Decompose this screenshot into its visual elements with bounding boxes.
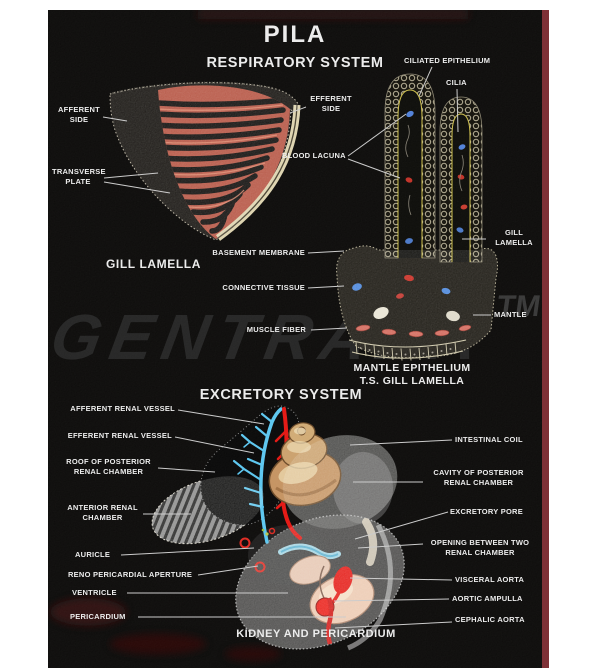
label-reno-pericardial-aperture: RENO PERICARDIAL APERTURE (68, 570, 193, 579)
label-connective-tissue: CONNECTIVE TISSUE (222, 283, 305, 292)
label-ciliated-epithelium: CILIATED EPITHELIUM (404, 56, 491, 65)
label-auricle: AURICLE (75, 550, 111, 559)
label-opening-between-renal-chambers: OPENING BETWEEN TWO RENAL CHAMBER (430, 538, 530, 557)
label-ventricle: VENTRICLE (72, 588, 117, 597)
label-transverse-plate: TRANSVERSE PLATE (52, 167, 106, 186)
ts-caption: MANTLE EPITHELIUM T.S. GILL LAMELLA (353, 362, 471, 387)
excretory-caption: KIDNEY AND PERICARDIUM (236, 628, 396, 640)
leader-lines (102, 66, 491, 629)
respiratory-heading: RESPIRATORY SYSTEM (206, 55, 384, 71)
vs-caption: GILL LAMELLA (106, 257, 201, 271)
label-cephalic-aorta: CEPHALIC AORTA (455, 615, 525, 624)
diagram-canvas (48, 10, 542, 668)
label-cavity-posterior-renal-chamber: CAVITY OF POSTERIOR RENAL CHAMBER (433, 468, 524, 487)
label-basement-membrane: BASEMENT MEMBRANE (212, 248, 305, 257)
label-blood-lacuna: BLOOD LACUNA (282, 151, 346, 160)
label-efferent-side: EFFERENT SIDE (310, 94, 352, 113)
label-muscle-fiber: MUSCLE FIBER (246, 325, 306, 334)
label-pericardium: PERICARDIUM (70, 612, 126, 621)
label-gill-lamella-right: GILL LAMELLA (495, 228, 533, 247)
label-efferent-renal-vessel: EFFERENT RENAL VESSEL (67, 431, 172, 440)
label-aortic-ampulla: AORTIC AMPULLA (452, 594, 523, 603)
label-anterior-renal-chamber: ANTERIOR RENAL CHAMBER (67, 503, 138, 522)
page-title: PILA (263, 21, 327, 48)
label-mantle: MANTLE (494, 310, 527, 319)
label-excretory-pore: EXCRETORY PORE (450, 507, 523, 516)
global-grain (48, 10, 542, 668)
label-intestinal-coil: INTESTINAL COIL (455, 435, 523, 444)
excretory-heading: EXCRETORY SYSTEM (199, 387, 363, 403)
label-afferent-side: AFFERENT SIDE (58, 105, 100, 124)
label-roof-posterior-renal-chamber: ROOF OF POSTERIOR RENAL CHAMBER (66, 457, 151, 476)
chart-board: GENTRADA TM (46, 10, 549, 668)
label-cilia: CILIA (446, 78, 467, 87)
label-afferent-renal-vessel: AFFERENT RENAL VESSEL (70, 404, 175, 413)
label-visceral-aorta: VISCERAL AORTA (455, 575, 525, 584)
